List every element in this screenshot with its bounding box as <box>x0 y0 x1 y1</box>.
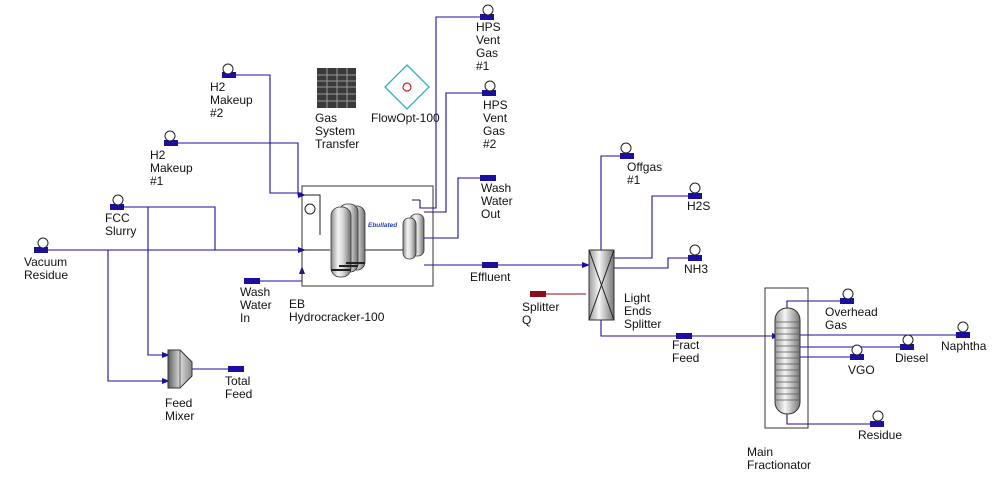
line-residue-to-mixer[interactable] <box>107 250 166 382</box>
line-offgas-1[interactable] <box>600 155 620 250</box>
flag-effluent[interactable] <box>482 262 498 268</box>
light-ends-splitter-icon[interactable] <box>588 249 615 321</box>
line-fcc-slurry[interactable] <box>118 206 216 250</box>
flag-offgas-1[interactable] <box>620 153 634 159</box>
line-fract-feed[interactable] <box>600 320 776 337</box>
label-diesel: Diesel <box>895 351 929 365</box>
label-feed-mixer: Feed Mixer <box>165 396 195 423</box>
status-icon-offgas-1 <box>620 142 632 154</box>
label-naphtha: Naphtha <box>941 339 987 353</box>
flag-nh3[interactable] <box>688 255 702 261</box>
flag-wash-water-out[interactable] <box>480 175 496 181</box>
line-hps-vent-gas-2[interactable] <box>428 92 482 213</box>
flag-splitter-q[interactable] <box>530 291 546 297</box>
flag-diesel[interactable] <box>900 344 914 350</box>
label-hps-vent-gas-1: HPS Vent Gas #1 <box>476 20 501 73</box>
label-h2s: H2S <box>687 199 711 213</box>
label-residue: Residue <box>858 428 903 442</box>
flag-fcc-slurry[interactable] <box>110 204 124 210</box>
status-icon-h2s <box>689 182 701 194</box>
status-icon-naphtha <box>957 321 969 333</box>
label-hps-vent-gas-2: HPS Vent Gas #2 <box>483 98 508 151</box>
line-residue[interactable] <box>786 412 870 425</box>
line-overhead-gas[interactable] <box>786 300 840 310</box>
label-eb-hydrocracker: EB Hydrocracker-100 <box>289 297 385 324</box>
status-icon-h2-makeup-1 <box>164 130 176 142</box>
separator-vessels-icon <box>402 213 425 260</box>
stream-lines <box>42 16 958 425</box>
fractionator-trays-icon <box>776 321 799 401</box>
flag-naphtha[interactable] <box>956 332 970 338</box>
flag-wash-water-in[interactable] <box>244 278 260 284</box>
flag-residue[interactable] <box>870 421 884 427</box>
label-wash-water-out: Wash Water Out <box>481 181 513 221</box>
line-wash-water-out[interactable] <box>424 177 480 239</box>
label-h2-makeup-2: H2 Makeup #2 <box>210 80 253 120</box>
label-nh3: NH3 <box>684 262 709 276</box>
status-icon-vacuum-residue <box>37 237 49 249</box>
line-hps-vent-gas-1[interactable] <box>419 16 480 209</box>
status-icon-vgo <box>851 344 863 356</box>
flag-h2s[interactable] <box>688 193 702 199</box>
label-offgas-1: Offgas #1 <box>627 160 663 187</box>
label-gas-system-transfer: Gas System Transfer <box>315 111 360 151</box>
status-icon-residue <box>872 410 884 422</box>
flag-h2-makeup-1[interactable] <box>164 140 178 146</box>
label-h2-makeup-1: H2 Makeup #1 <box>150 148 193 188</box>
eb-hydrocracker-unit[interactable]: Ebullated <box>301 185 434 287</box>
feed-mixer-icon[interactable] <box>167 349 193 389</box>
label-light-ends-splitter: Light Ends Splitter <box>624 291 662 331</box>
status-icon-hps-vent-gas-1 <box>482 4 494 16</box>
status-icon-nh3 <box>689 244 701 256</box>
main-fractionator-unit[interactable] <box>764 287 809 429</box>
flag-hps-vent-gas-1[interactable] <box>480 14 494 20</box>
arrow-effluent-end[interactable] <box>582 262 590 268</box>
label-flowopt: FlowOpt-100 <box>371 111 440 125</box>
label-total-feed: Total Feed <box>225 374 253 401</box>
label-vgo: VGO <box>848 363 875 377</box>
label-fract-feed: Fract Feed <box>672 338 700 365</box>
flowopt-icon[interactable] <box>384 64 430 110</box>
flag-vacuum-residue[interactable] <box>34 247 48 253</box>
flag-h2-makeup-2[interactable] <box>222 72 236 78</box>
status-icon-hydrocracker <box>304 203 316 215</box>
line-h2-makeup-2[interactable] <box>230 74 302 194</box>
label-vacuum-residue: Vacuum Residue <box>24 255 69 282</box>
status-icon-diesel <box>902 334 914 346</box>
line-h2s[interactable] <box>614 195 688 259</box>
flag-total-feed[interactable] <box>228 366 244 372</box>
gas-system-transfer-icon[interactable] <box>317 68 356 108</box>
arrow-mixer-bottom[interactable] <box>162 378 170 384</box>
label-main-fractionator: Main Fractionator <box>747 445 812 472</box>
arrow-mixer-top[interactable] <box>162 352 170 358</box>
flag-hps-vent-gas-2[interactable] <box>482 90 496 96</box>
stream-status-circles <box>37 4 969 422</box>
label-overhead-gas: Overhead Gas <box>825 305 878 332</box>
ebullated-badge: Ebullated <box>368 222 398 229</box>
status-icon-h2-makeup-2 <box>222 63 234 75</box>
flag-overhead-gas[interactable] <box>840 298 854 304</box>
flag-vgo[interactable] <box>850 354 864 360</box>
stream-flags <box>34 14 970 427</box>
label-splitter-q: Splitter Q <box>522 300 560 327</box>
status-icon-fcc-slurry <box>112 194 124 206</box>
flag-fract-feed[interactable] <box>676 333 692 339</box>
label-wash-water-in: Wash Water In <box>240 285 272 325</box>
status-icon-overhead-gas <box>842 288 854 300</box>
line-nh3[interactable] <box>614 257 688 269</box>
line-slurry-to-mixer[interactable] <box>147 207 166 356</box>
label-effluent: Effluent <box>470 270 511 284</box>
reactor-vessels-icon <box>330 203 366 278</box>
label-fcc-slurry: FCC Slurry <box>105 211 137 238</box>
status-icon-hps-vent-gas-2 <box>484 80 496 92</box>
